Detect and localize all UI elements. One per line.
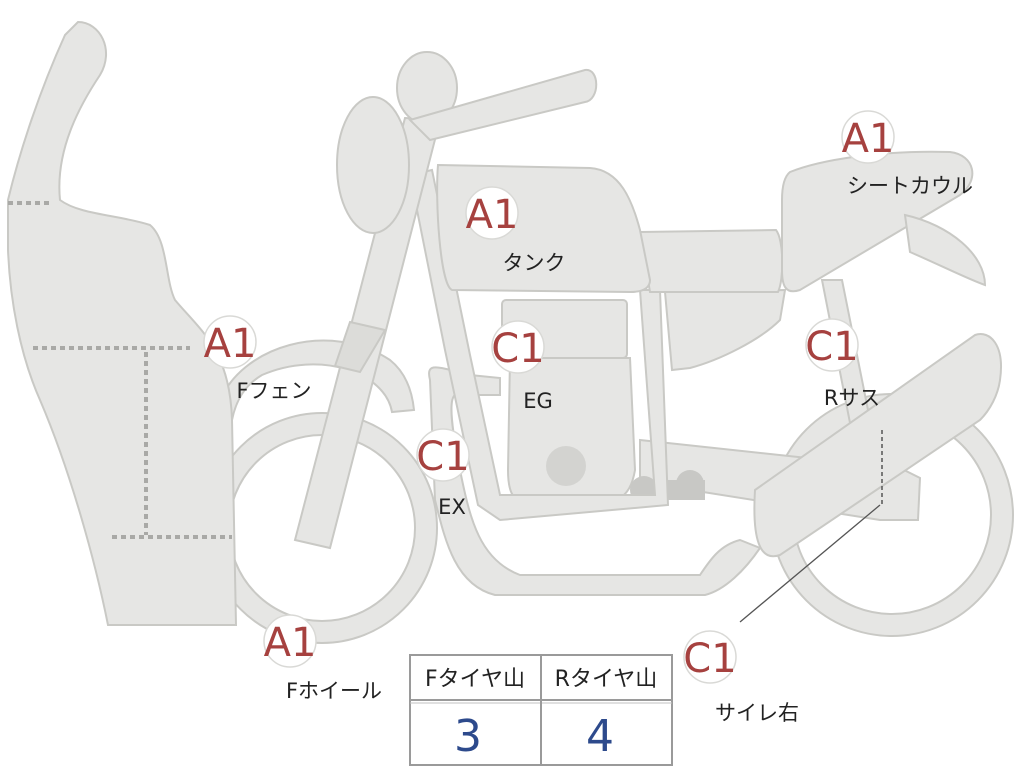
badge-front-wheel-circle — [263, 614, 317, 668]
handlebar-shape — [408, 69, 598, 142]
badge-exhaust-grade: C1 — [416, 434, 469, 480]
label-front-fender: Fフェン — [236, 379, 311, 403]
badge-front-fender: A1 Fフェン — [203, 315, 312, 403]
rear-tire-value: 4 — [586, 711, 614, 762]
motorcycle-illustration — [7, 20, 1014, 644]
tire-tread-table: Fタイヤ山 Rタイヤ山 3 4 — [409, 654, 673, 766]
badge-exhaust: C1 EX — [416, 428, 470, 519]
rear-tire-header: Rタイヤ山 — [555, 667, 658, 692]
fairing-shape — [7, 20, 238, 626]
badge-muffler-right-grade: C1 — [683, 636, 736, 682]
badge-tank-grade: A1 — [466, 192, 519, 238]
label-exhaust: EX — [438, 495, 466, 519]
badge-front-wheel-grade: A1 — [264, 620, 317, 666]
badge-front-fender-circle — [203, 315, 257, 369]
badge-seat-cowl: A1 シートカウル — [841, 110, 973, 198]
badge-rear-suspension: C1 Rサス — [805, 318, 880, 410]
mid-panel-shape — [638, 228, 784, 293]
badge-front-fender-grade: A1 — [204, 321, 257, 367]
label-engine: EG — [523, 389, 553, 413]
label-seat-cowl: シートカウル — [847, 174, 973, 198]
badge-muffler-right: C1 サイレ右 — [683, 630, 799, 725]
badge-engine-circle — [491, 320, 545, 374]
badge-seat-cowl-circle — [841, 110, 895, 164]
badge-tank-circle — [465, 186, 519, 240]
badge-tank: A1 タンク — [465, 186, 566, 275]
badge-engine-grade: C1 — [491, 326, 544, 372]
fairing-guide-lines — [8, 201, 232, 539]
badge-rear-suspension-circle — [805, 318, 859, 372]
badge-engine: C1 EG — [491, 320, 553, 413]
side-panel-shape — [663, 288, 787, 372]
label-tank: タンク — [503, 251, 566, 275]
label-muffler-right: サイレ右 — [715, 701, 799, 725]
label-rear-suspension: Rサス — [824, 386, 880, 410]
headlight-shape — [336, 96, 410, 234]
badge-rear-suspension-grade: C1 — [805, 324, 858, 370]
muffler-shape — [753, 333, 1002, 558]
badge-muffler-right-circle — [683, 630, 737, 684]
seat-cowl-shape — [781, 150, 974, 293]
front-tire-header: Fタイヤ山 — [425, 667, 525, 692]
main-frame-shape — [408, 168, 670, 522]
badge-front-wheel: A1 Fホイール — [263, 614, 382, 703]
rear-fender-tail-shape — [903, 213, 987, 287]
muffler-leader-line — [739, 504, 881, 623]
badge-seat-cowl-grade: A1 — [842, 116, 895, 162]
front-tire-value: 3 — [454, 711, 482, 762]
engine-cover-circle — [546, 446, 586, 486]
badge-exhaust-circle — [416, 428, 470, 482]
label-front-wheel: Fホイール — [286, 679, 382, 703]
